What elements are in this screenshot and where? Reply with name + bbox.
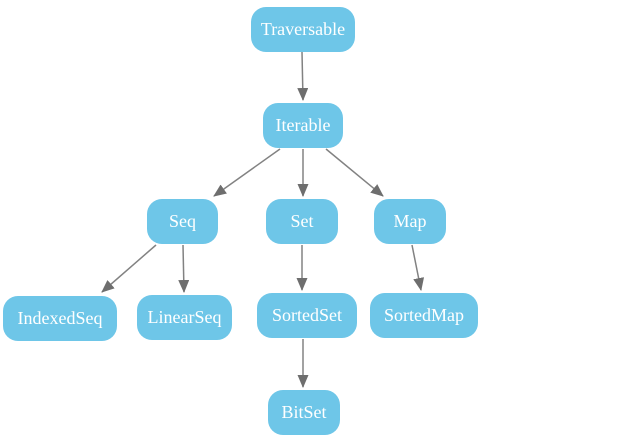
- node-indexedseq: IndexedSeq: [3, 296, 117, 341]
- node-sortedmap: SortedMap: [370, 293, 478, 338]
- node-set: Set: [266, 199, 338, 244]
- node-seq: Seq: [147, 199, 218, 244]
- edge-seq-linearseq: [178, 244, 190, 293]
- edge-iterable-seq: [213, 148, 281, 197]
- node-linearseq: LinearSeq: [137, 295, 232, 340]
- edge-traversable-iterable: [297, 51, 309, 101]
- edge-seq-indexedseq: [101, 244, 157, 293]
- node-bitset: BitSet: [268, 390, 340, 435]
- node-traversable: Traversable: [251, 7, 355, 52]
- edge-iterable-map: [325, 148, 384, 197]
- node-map: Map: [374, 199, 446, 244]
- edge-map-sortedmap: [411, 244, 425, 291]
- node-sortedset: SortedSet: [257, 293, 357, 338]
- node-iterable: Iterable: [263, 103, 343, 148]
